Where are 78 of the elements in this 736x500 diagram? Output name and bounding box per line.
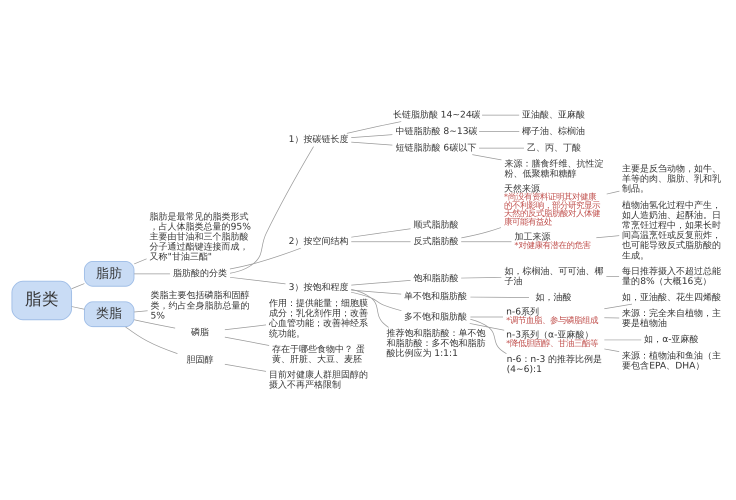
connector	[71, 306, 85, 310]
node-text: 单不饱和脂肪酸	[404, 291, 468, 302]
node-text: 如，亚油酸、花生四烯酸	[622, 292, 722, 304]
node-text: 胆固醇	[186, 354, 214, 366]
node-text: 如，α-亚麻酸	[644, 334, 699, 346]
node-text: 中链脂肪酸 8~13碳	[396, 126, 478, 137]
node-box: 类脂	[84, 301, 134, 328]
node-box: 脂肪	[84, 261, 134, 287]
connector	[604, 317, 620, 318]
connector	[350, 288, 389, 328]
node-text: 如，油酸	[535, 292, 572, 304]
connector	[350, 134, 393, 138]
node-text: 目前对健康人群胆固醇的摄入不再严格限制	[268, 370, 368, 391]
connector	[230, 276, 286, 284]
node-text: 脂肪是最常见的脂类形式，占人体脂类总量的95% 主要由甘油和三个脂肪酸分子通过酯键连接而成，又称"甘油三酯"	[150, 211, 251, 263]
connector	[134, 258, 147, 264]
node-text: 类脂主要包括磷脂和固醇类，约占全身脂肪总量的5%	[150, 290, 250, 322]
node-text: 3）按饱和程度	[288, 282, 348, 293]
node-text: 推荐饱和脂肪酸：单不饱和脂肪酸：多不饱和脂肪酸比例应为 1:1:1	[386, 328, 486, 359]
node-text: 长链脂肪酸 14~24碳	[392, 109, 481, 120]
connector	[470, 296, 530, 298]
node-text: 2）按空间结构	[288, 236, 348, 248]
node-text: 反式脂肪酸	[413, 236, 458, 248]
node-text: 如，棕榈油、可可油、椰子油	[504, 266, 604, 287]
connector	[606, 190, 620, 194]
connector	[461, 227, 502, 238]
node-text: 磷脂	[190, 326, 209, 338]
node-text: n-3系列（α-亚麻酸） *降低胆固醇、甘油三酯等	[506, 330, 598, 348]
node-text: 椰子油、棕榈油	[522, 126, 586, 137]
connector	[596, 235, 620, 238]
node-text: n-6 : n-3 的推荐比例是 (4~6):1	[506, 354, 602, 376]
node-text: 乙、丙、丁酸	[526, 142, 581, 154]
connector	[125, 326, 178, 354]
node-text: 存在于哪些食物中？ 蛋黄、肝脏、大豆、麦胚	[272, 344, 366, 365]
connector	[350, 292, 402, 312]
node-text: 来源：完全来自植物，主要是植物油	[622, 308, 722, 330]
node-box: 脂类	[11, 280, 72, 320]
node-text: 天然来源 *尚没有资料证明其对健康的不利影响，部分研究显示天然的反式脂肪酸对人体健康可能有益处	[504, 183, 600, 226]
connector	[350, 142, 393, 146]
node-text: n-6系列 *调节血脂、参与磷脂组成	[506, 306, 598, 326]
node-text: 来源：膳食纤维、抗性淀粉、低聚糖和糖醇	[504, 158, 604, 180]
connector	[230, 248, 302, 270]
connector	[71, 283, 85, 290]
node-text: 每日推荐摄入不超过总能量的8%（大概16克）	[622, 266, 722, 287]
node-text: 植物油氢化过程中产生，如人造奶油、起酥油。日常烹饪过程中，如果长时间高温烹饪或反复煎炸，也可能导致反式脂肪酸的生成。	[622, 200, 722, 262]
connector	[604, 348, 620, 352]
node-text: 亚油酸、亚麻酸	[522, 109, 586, 120]
connector	[224, 324, 266, 330]
connector	[346, 121, 402, 134]
connector	[224, 336, 270, 346]
node-text: 顺式脂肪酸	[413, 220, 458, 231]
connector	[460, 277, 502, 278]
node-text: 主要是反刍动物，如牛、羊等的肉、脂肪、乳和乳制品。	[622, 164, 722, 195]
connector	[230, 146, 314, 274]
connector	[350, 228, 411, 238]
connector	[482, 114, 520, 116]
node-text: 来源：植物油和鱼油（主要包含EPA、DHA）	[622, 350, 722, 372]
connector	[134, 319, 176, 328]
connector	[604, 304, 632, 310]
connector	[460, 241, 512, 242]
connector	[350, 290, 402, 294]
connector	[224, 364, 266, 372]
node-text: 短链脂肪酸 6碳以下	[396, 142, 476, 154]
connector	[470, 316, 504, 318]
node-text: 1）按碳链长度	[288, 134, 348, 146]
connector	[478, 131, 520, 132]
connector	[469, 323, 505, 331]
connector	[470, 318, 507, 354]
node-text: 饱和脂肪酸	[413, 272, 458, 284]
connector	[472, 154, 502, 160]
connector	[606, 276, 620, 277]
connector	[350, 280, 411, 286]
connector	[350, 241, 411, 242]
node-text: 作用：提供能量；细胞膜成分；乳化剂作用；改善心血管功能；改善神经系统功能。	[268, 298, 368, 340]
node-text: 多不饱和脂肪酸	[404, 311, 468, 322]
connector	[134, 310, 148, 312]
node-text: 加工来源 *对健康有潜在的危害	[514, 231, 590, 250]
node-text: 脂肪酸的分类	[172, 268, 227, 280]
